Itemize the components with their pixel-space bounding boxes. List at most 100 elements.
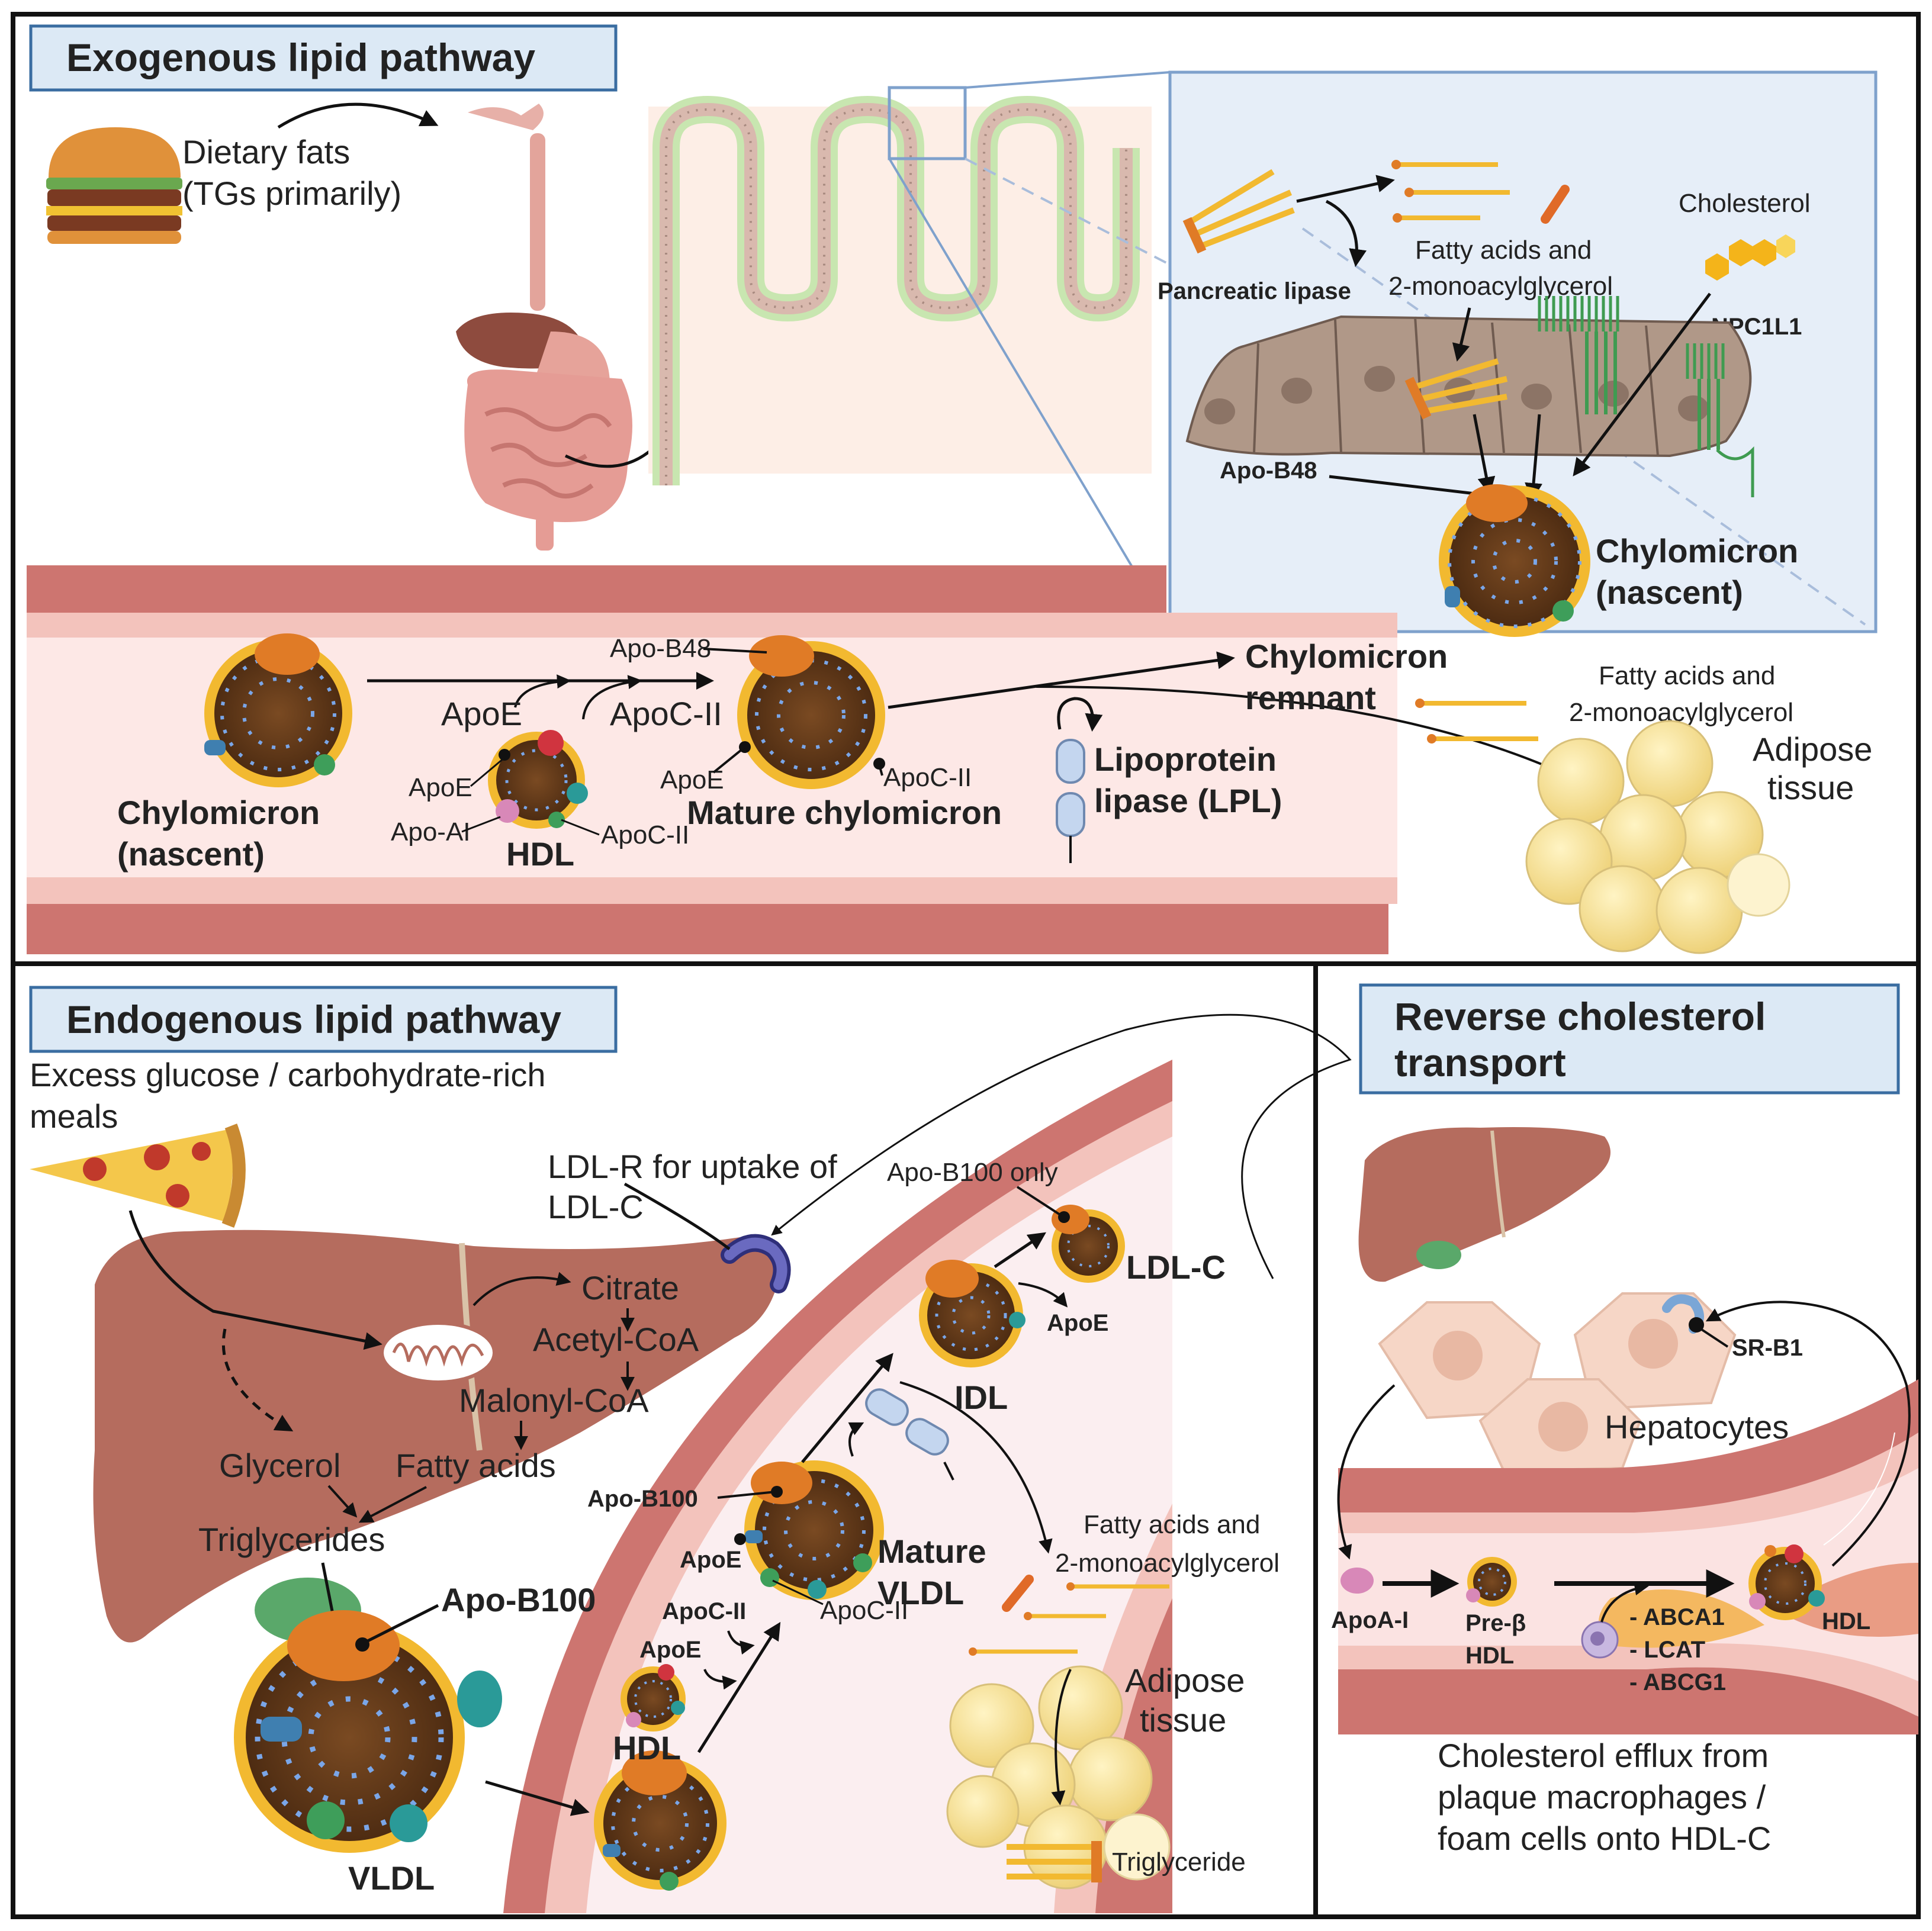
intestinal-villi (648, 95, 1152, 485)
apoe-transfer-arrow (514, 674, 571, 708)
mature-chylomicron-label: Mature chylomicron (687, 794, 1002, 831)
vessel-nascent-sub-label: (nascent) (117, 835, 265, 873)
ldl-particle (1052, 1205, 1125, 1283)
lpl-label: Lipoprotein (1094, 741, 1277, 778)
apoe-transfer-arrow-endo (703, 1669, 737, 1690)
apoe-arrow-label-endo: ApoE (639, 1637, 701, 1663)
burger-to-digestive-arrow (277, 102, 439, 129)
exogenous-adipose-sub-label: tissue (1767, 769, 1854, 806)
remnant-sub-label: remnant (1245, 679, 1376, 716)
citrate-label: Citrate (581, 1269, 679, 1306)
mature-apoe-label-endo: ApoE (680, 1547, 741, 1573)
pancreatic-lipase-label: Pancreatic lipase (1158, 278, 1351, 304)
hdl-apoai-label: Apo-AI (391, 818, 471, 847)
hdl-apoai-line (461, 816, 501, 833)
apoc2-arrow-label: ApoC-II (610, 695, 722, 732)
mature-vldl-label: Mature (877, 1533, 986, 1570)
big-vldl-particle (234, 1610, 502, 1853)
zoom-line-bottom (888, 157, 1171, 632)
vessel-apo-b100-line (717, 1491, 776, 1499)
endogenous-title: Endogenous lipid pathway (66, 997, 561, 1041)
apoc2-transfer-arrow-endo (727, 1630, 755, 1655)
endogenous-panel: Endogenous lipid pathway Excess glucose … (29, 986, 1352, 1913)
idl-label: IDL (954, 1379, 1008, 1416)
glycerol-label: Glycerol (219, 1447, 340, 1484)
liver-to-apoa1-arrow (1337, 1384, 1396, 1560)
hepatocytes-label: Hepatocytes (1605, 1408, 1789, 1446)
pizza-to-glycerol-arrow (221, 1328, 294, 1431)
apoc2-transfer-arrow (582, 675, 642, 720)
efflux-label-2: plaque macrophages / (1438, 1778, 1766, 1816)
fatty-acid-chains (1391, 160, 1570, 224)
released-fatty-acids (1415, 699, 1538, 744)
apoe-arrow-label: ApoE (441, 695, 522, 732)
lipase-arrow (1296, 175, 1395, 203)
apo-b100-only-line (1016, 1186, 1064, 1218)
pizza-to-mito-arrow (128, 1210, 382, 1350)
reverse-panel: Reverse cholesterol transport SR-B1 Hepa… (1331, 983, 1918, 1857)
malonyl-coa-label: Malonyl-CoA (459, 1382, 649, 1419)
excess-glucose-sub-label: meals (30, 1098, 118, 1135)
mature-apoc2-line (878, 764, 883, 776)
ldlr-label: LDL-R for uptake of (548, 1148, 837, 1185)
endo-monoacylglycerol-label: 2-monoacylglycerol (1055, 1549, 1280, 1578)
efflux-label-3: foam cells onto HDL-C (1438, 1820, 1771, 1857)
ldl-to-receptor-arrow (771, 1013, 1352, 1279)
acetyl-coa-label: Acetyl-CoA (533, 1321, 699, 1358)
cholesterol-arrow (1573, 292, 1711, 477)
endo-hdl-particle (621, 1664, 686, 1732)
excess-glucose-label: Excess glucose / carbohydrate-rich (30, 1056, 546, 1093)
hdl-apoe-label: ApoE (409, 773, 472, 802)
ldlr-sub-label: LDL-C (548, 1188, 644, 1225)
reverse-liver-icon (1358, 1127, 1610, 1282)
triglyceride-molecule (1182, 169, 1295, 254)
mito-to-citrate-arrow (472, 1272, 571, 1306)
exogenous-title: Exogenous lipid pathway (66, 36, 535, 79)
inset-monoacylglycerol-label: 2-monoacylglycerol (1388, 272, 1613, 301)
endo-triglyceride-icon (1007, 1841, 1102, 1882)
apo-b100-only-label: Apo-B100 only (887, 1158, 1058, 1187)
mature-apoe-line (712, 746, 746, 774)
vldl-to-adipose-arrow (899, 1381, 1053, 1554)
big-apo-b100-label: Apo-B100 (441, 1581, 596, 1618)
vessel-hdl-particle (488, 730, 588, 829)
vessel-hdl-label: HDL (506, 835, 574, 873)
mature-apoc2-label-endo: ApoC-II (820, 1596, 908, 1625)
digestive-tract-icon (456, 104, 632, 551)
pizza-icon (30, 1124, 246, 1228)
apoa1-label: ApoA-I (1331, 1607, 1409, 1633)
mature-apoe-dot-endo (734, 1533, 746, 1545)
mature-apoc2-line-endo (772, 1579, 824, 1605)
reverse-title-box (1359, 983, 1900, 1095)
vessel-vldl-particle (594, 1750, 726, 1891)
apo-b100-only-dot (1058, 1211, 1070, 1223)
inset-chylomicron-particle (1439, 484, 1590, 637)
endo-fatty-acids-icon (969, 1575, 1169, 1656)
mitochondrion-icon (380, 1321, 496, 1384)
mature-apoe-label: ApoE (660, 765, 724, 794)
zoom-box (888, 86, 967, 160)
abcg1-label: - ABCG1 (1629, 1669, 1726, 1695)
hdl-apoc2-label: ApoC-II (601, 820, 689, 849)
mature-to-remnant-arrow (888, 651, 1235, 709)
inset-fatty-acids-label: Fatty acids and (1415, 236, 1592, 265)
fa-to-tg-arrow (358, 1486, 427, 1523)
exogenous-panel: Exogenous lipid pathway Dietary fats (TG… (27, 24, 1878, 954)
abca1-label: - ABCA1 (1629, 1604, 1725, 1630)
ldl-receptor-icon (721, 1234, 791, 1293)
cholesterol-icon (1705, 234, 1795, 281)
pre-hdl-sub-label: HDL (1465, 1643, 1514, 1669)
vessel-apo-b100-dot (771, 1486, 783, 1498)
dietary-fats-sub-label: (TGs primarily) (182, 175, 401, 212)
endo-adipose-tissue (946, 1665, 1171, 1890)
endo-adipose-label: Adipose (1125, 1662, 1245, 1699)
vessel-fatty-acids-label: Fatty acids and (1599, 661, 1775, 690)
lpl-enzyme-icon (1056, 697, 1103, 863)
pre-hdl-label: Pre-β (1465, 1610, 1526, 1636)
mature-apoc2-label: ApoC-II (883, 763, 972, 792)
hdl-apoc2-line (561, 819, 600, 836)
absorbed-triglyceride (1404, 358, 1508, 420)
big-apo-b100-dot (355, 1637, 369, 1652)
hdl-dashed-return (1823, 1432, 1895, 1546)
